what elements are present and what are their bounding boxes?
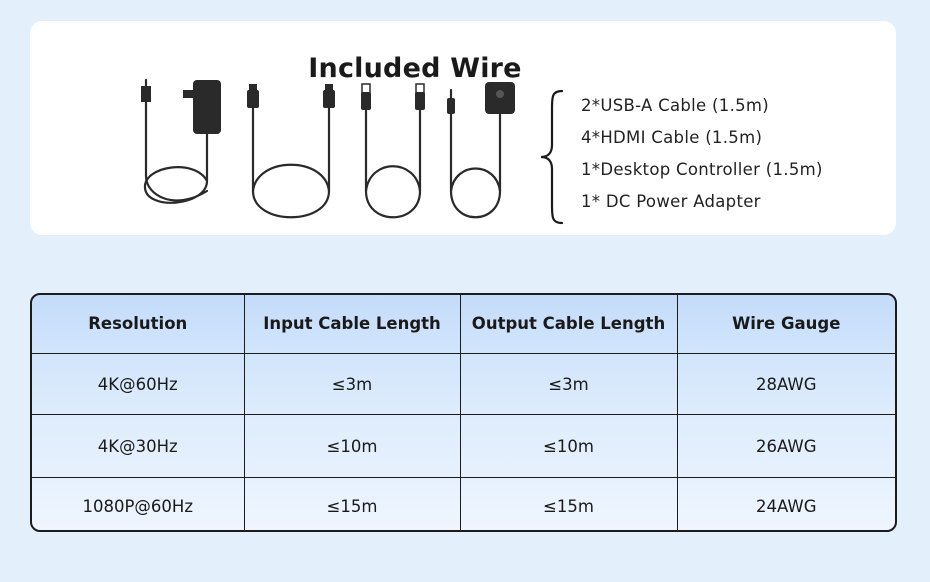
- header-output-cable-length: Output Cable Length: [459, 295, 678, 354]
- cell-wire-gauge: 26AWG: [676, 414, 895, 478]
- list-item: 1*Desktop Controller (1.5m): [581, 160, 823, 179]
- list-item: 1* DC Power Adapter: [581, 192, 761, 211]
- cell-output-length: ≤10m: [459, 414, 678, 478]
- desktop-controller-icon: [447, 82, 515, 219]
- included-items-list: 2*USB-A Cable (1.5m) 4*HDMI Cable (1.5m)…: [581, 95, 823, 223]
- page-title: Included Wire: [308, 53, 522, 84]
- cell-output-length: ≤15m: [459, 477, 678, 530]
- header-resolution: Resolution: [32, 295, 245, 354]
- usb-a-cable-icon: [361, 83, 425, 219]
- cell-resolution: 4K@30Hz: [32, 414, 245, 478]
- cell-wire-gauge: 28AWG: [676, 353, 895, 415]
- curly-brace-icon: [540, 89, 564, 225]
- list-item: 2*USB-A Cable (1.5m): [581, 96, 770, 115]
- hdmi-cable-icon: [247, 84, 335, 219]
- included-wire-card: Included Wire: [30, 21, 896, 235]
- header-wire-gauge: Wire Gauge: [676, 295, 895, 354]
- dc-power-adapter-icon: [141, 78, 221, 204]
- cell-input-length: ≤3m: [243, 353, 461, 415]
- cell-input-length: ≤10m: [243, 414, 461, 478]
- cell-resolution: 4K@60Hz: [32, 353, 245, 415]
- cell-wire-gauge: 24AWG: [676, 477, 895, 530]
- cell-resolution: 1080P@60Hz: [32, 477, 245, 530]
- table-row: 1080P@60Hz ≤15m ≤15m 24AWG: [32, 477, 895, 530]
- table-header-row: Resolution Input Cable Length Output Cab…: [32, 295, 895, 354]
- cell-output-length: ≤3m: [459, 353, 678, 415]
- spec-table: Resolution Input Cable Length Output Cab…: [30, 293, 897, 532]
- cables-illustration: [141, 78, 515, 219]
- cell-input-length: ≤15m: [243, 477, 461, 530]
- header-input-cable-length: Input Cable Length: [243, 295, 461, 354]
- list-item: 4*HDMI Cable (1.5m): [581, 128, 763, 147]
- table-row: 4K@30Hz ≤10m ≤10m 26AWG: [32, 414, 895, 478]
- table-row: 4K@60Hz ≤3m ≤3m 28AWG: [32, 353, 895, 415]
